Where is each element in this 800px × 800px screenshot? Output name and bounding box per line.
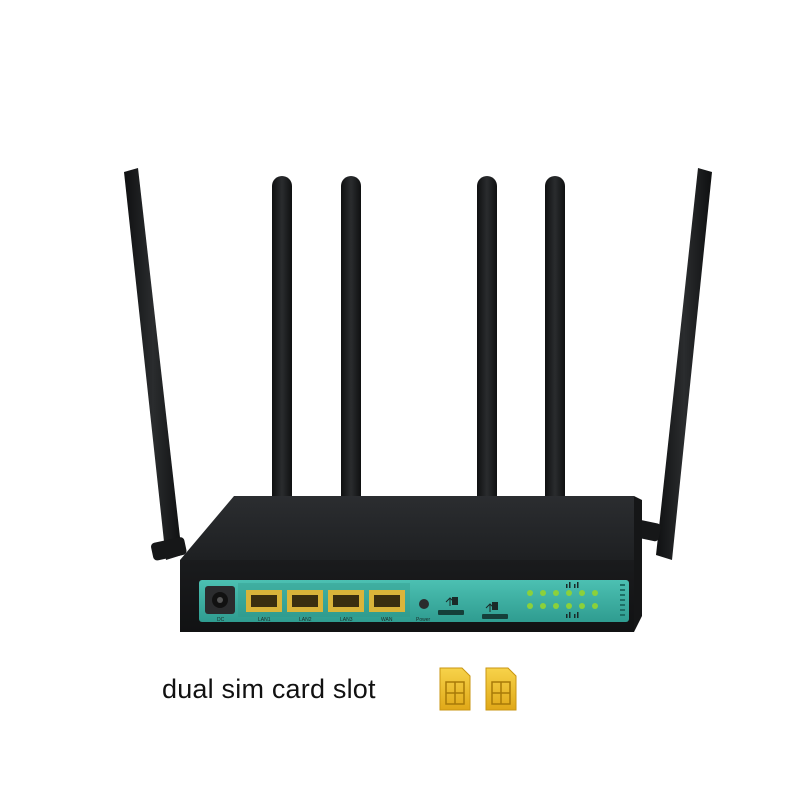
led-signal-bars [566,582,579,618]
status-leds [527,590,598,609]
sim-card-icon [439,667,471,711]
sim-slot-2 [482,602,508,619]
ethernet-port-lan1: LAN1 [246,590,282,623]
port-label-lan3: LAN3 [340,617,353,623]
antenna-inner-4 [545,176,565,516]
port-label-lan1: LAN1 [258,617,271,623]
dc-power-jack: DC [205,586,235,623]
antenna-inner-3 [477,176,497,506]
sim-slot-1 [438,597,464,615]
power-button: Power [416,599,431,623]
dc-label: DC [217,617,225,623]
ethernet-port-lan2: LAN2 [287,590,323,623]
sim-card-icon [485,667,517,711]
antenna-left-outer [124,168,187,561]
port-label-wan: WAN [381,617,393,623]
antenna-inner-2 [341,176,361,506]
power-label: Power [416,617,431,623]
ethernet-port-wan: WAN [369,590,405,623]
ethernet-port-lan3: LAN3 [328,590,364,623]
port-label-lan2: LAN2 [299,617,312,623]
caption-text: dual sim card slot [162,674,376,704]
antenna-inner-1 [272,176,292,516]
